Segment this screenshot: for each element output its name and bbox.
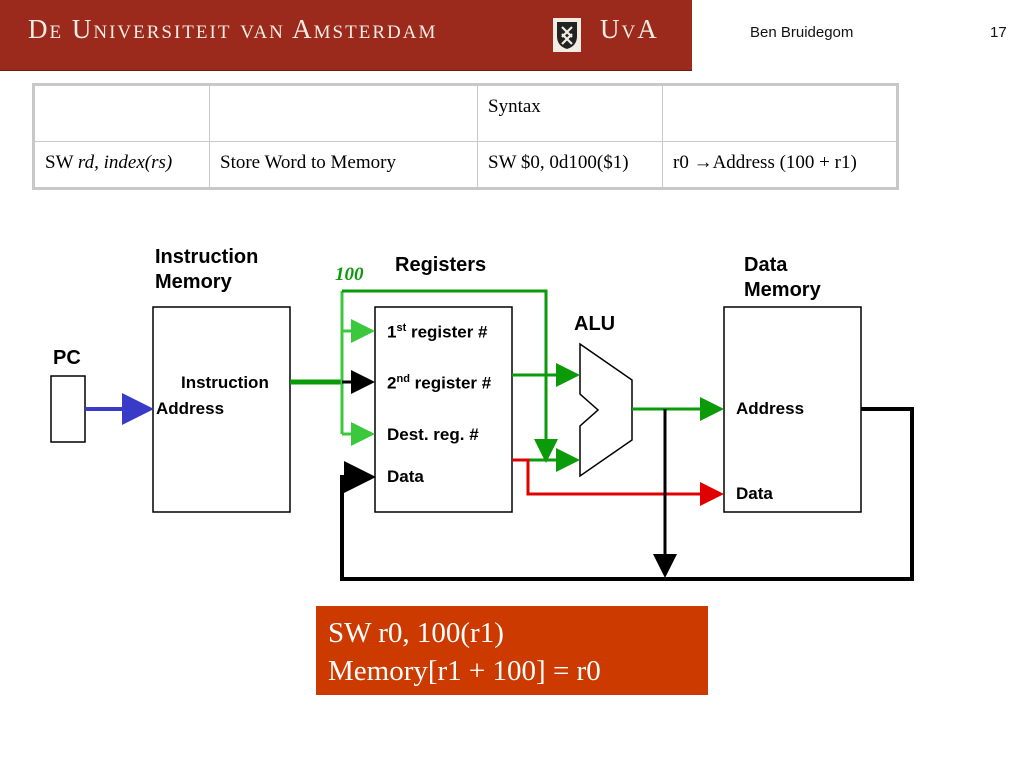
instruction-memory-label: Instruction Memory [155, 246, 259, 293]
description-cell: Store Word to Memory [209, 141, 478, 188]
institution-name: De Universiteit van Amsterdam [28, 14, 438, 44]
reg-data-label: Data [387, 467, 424, 486]
registers-label: Registers [395, 254, 487, 276]
alu-shape [579, 342, 633, 478]
reg2-suffix-sup: nd [396, 373, 410, 385]
dest-reg-label: Dest. reg. # [387, 425, 479, 444]
instruction-memory-box [152, 306, 291, 513]
crest-logo [553, 18, 581, 52]
reg1-suffix-sup: st [396, 322, 407, 334]
instruction-table: Syntax SW rd, index(rs) Store Word to Me… [32, 83, 899, 190]
immediate-label: 100 [335, 264, 364, 285]
op-cell: SW rd, index(rs) [34, 141, 210, 188]
reg-read2-to-dmem-wire [512, 458, 724, 506]
writeback-wire [340, 407, 914, 581]
imem-address-label: Address [156, 399, 225, 418]
author-name: Ben Bruidegom [750, 24, 854, 41]
pc-label: PC [53, 347, 81, 369]
reg2-num: 2 [387, 373, 397, 393]
header-banner: De Universiteit van Amsterdam UvA [0, 0, 692, 71]
reg1-label: 1st register # [387, 322, 488, 343]
operands: rd, index(rs) [77, 152, 173, 173]
syntax-cell: SW $0, 0d100($1) [477, 141, 663, 188]
arrow-icon: → [693, 152, 713, 173]
slide-number: 17 [990, 24, 1007, 41]
dmem-address-label: Address [736, 399, 805, 418]
summary-semantics: Memory[r1 + 100] = r0 [328, 655, 601, 687]
immediate-wire [342, 289, 558, 463]
semantics-cell: r0 →Address (100 + r1) [662, 141, 897, 188]
register-file-box [374, 306, 513, 513]
institution-abbreviation: UvA [600, 14, 659, 44]
instruction-label: Instruction [181, 373, 269, 392]
semantics-lhs: r0 [673, 152, 689, 173]
pc-box [50, 375, 86, 443]
summary-instruction: SW r0, 100(r1) [328, 617, 504, 649]
data-memory-label: Data Memory [744, 254, 821, 301]
data-memory-box [723, 306, 862, 513]
dmem-data-label: Data [736, 484, 773, 503]
table-cell [34, 85, 210, 142]
semantics-rhs: Address (100 + r1) [712, 152, 857, 173]
reg1-num: 1 [387, 322, 397, 342]
alu-label: ALU [574, 313, 616, 335]
reg2-label: 2nd register # [387, 373, 491, 394]
table-cell [209, 85, 478, 142]
table-cell [662, 85, 897, 142]
opcode: SW [45, 152, 74, 173]
reg1-text: register # [406, 322, 488, 342]
table-row: Syntax [34, 85, 897, 142]
table-header-syntax: Syntax [477, 85, 663, 142]
table-row: SW rd, index(rs) Store Word to Memory SW… [34, 141, 897, 188]
reg2-text: register # [409, 373, 492, 393]
summary-box: SW r0, 100(r1) Memory[r1 + 100] = r0 [316, 606, 708, 695]
